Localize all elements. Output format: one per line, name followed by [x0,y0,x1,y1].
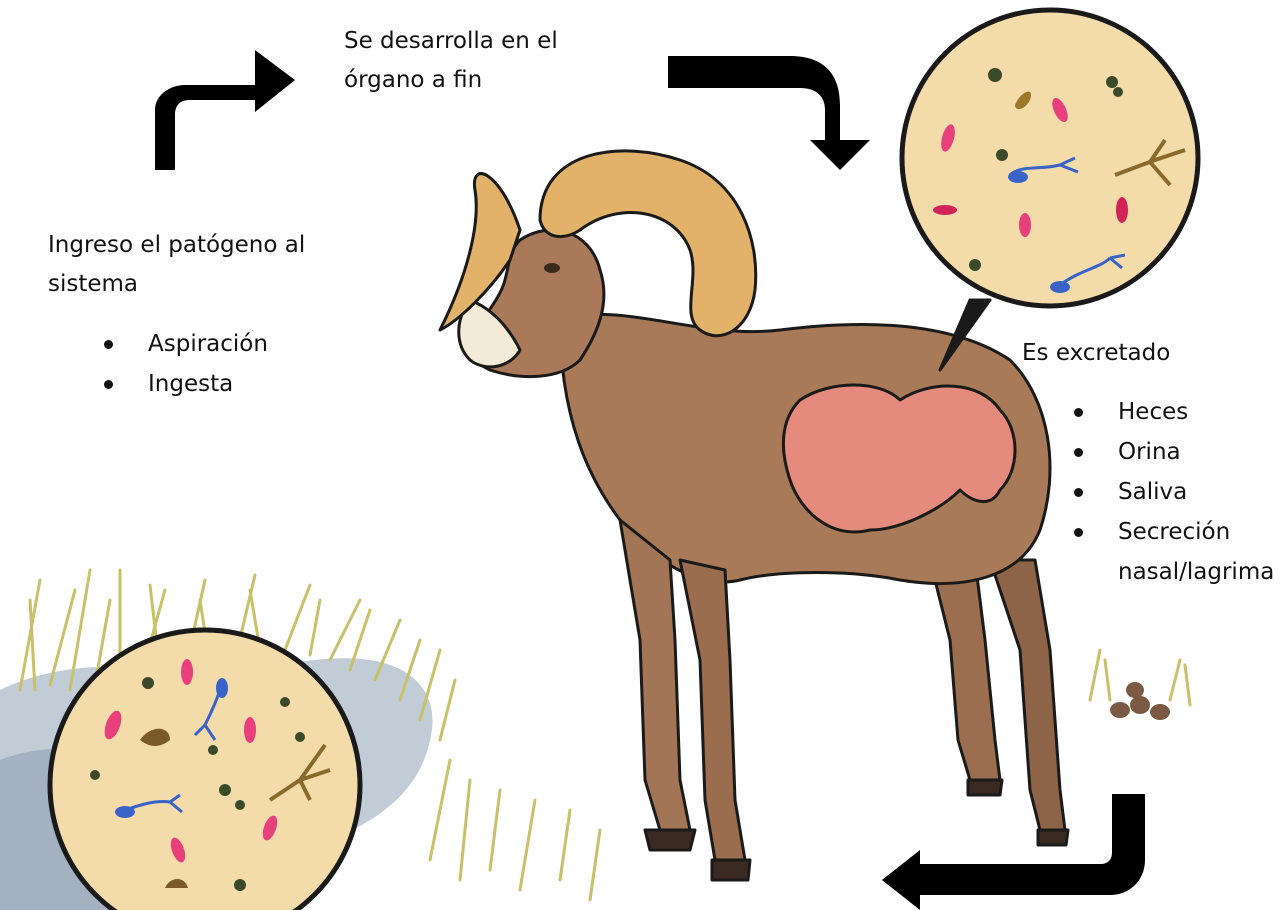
list-item: Orina [1070,432,1284,472]
list-item: Heces [1070,392,1284,432]
list-item: Saliva [1070,472,1284,512]
list-item: Aspiración [100,324,268,364]
ingreso-routes-list: Aspiración Ingesta [100,324,268,404]
desarrolla-label: Se desarrolla en el órgano a fin [344,22,558,100]
microscope-view-environment [50,630,360,910]
ingreso-label: Ingreso el patógeno al sistema [48,226,305,304]
arrow-down-left-icon [882,794,1145,910]
list-item: Ingesta [100,364,268,404]
excretado-label: Es excretado [1022,334,1170,373]
microscope-view-organ [902,10,1198,306]
desarrolla-text: Se desarrolla en el órgano a fin [344,28,558,93]
droppings-icon [1110,682,1170,720]
arrow-up-right-icon [155,50,295,170]
list-item: Secreción nasal/lagrima [1070,512,1284,592]
excretion-routes-list: Heces Orina Saliva Secreción nasal/lagri… [1070,392,1284,592]
ingreso-text: Ingreso el patógeno al sistema [48,232,305,297]
excretado-text: Es excretado [1022,340,1170,366]
arrow-right-down-icon [668,56,870,170]
